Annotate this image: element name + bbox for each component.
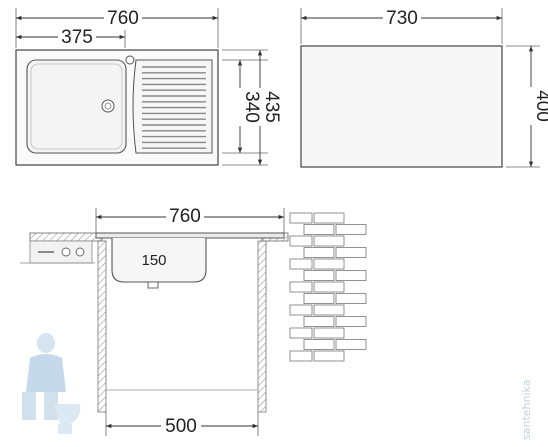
brick	[289, 235, 313, 247]
dim-cabinet-width: 500	[165, 416, 197, 437]
brick	[303, 247, 335, 258]
plumber-mascot	[22, 333, 81, 434]
drain-hole	[101, 99, 115, 113]
cutout-view: 730 400	[300, 8, 548, 168]
worktop-left	[29, 232, 103, 242]
brick	[313, 258, 345, 270]
sink-bowl-section	[111, 238, 207, 283]
dim-bowl-height: 150	[141, 252, 166, 269]
brick	[303, 293, 335, 304]
dim-cutout-depth: 400	[532, 90, 548, 122]
brick	[335, 339, 367, 350]
brick	[289, 304, 313, 316]
watermark-text: santehnika	[520, 380, 533, 440]
brick	[289, 281, 313, 293]
brick	[335, 316, 367, 327]
drain-outlet	[147, 281, 159, 289]
brick	[313, 304, 345, 316]
brick	[289, 327, 313, 339]
stove-knob-icon	[75, 247, 85, 257]
brick	[335, 224, 367, 235]
brick	[303, 316, 335, 327]
brick	[335, 293, 367, 304]
brick-wall	[289, 212, 367, 362]
brick	[313, 350, 345, 362]
brick	[303, 270, 335, 281]
dim-overall-depth: 435	[261, 91, 282, 123]
brick	[313, 281, 345, 293]
stove-knob-icon	[61, 247, 71, 257]
brick	[289, 212, 313, 224]
brick	[303, 339, 335, 350]
dim-bowl-depth: 340	[241, 91, 262, 123]
sink-bowl	[26, 59, 127, 154]
brick	[289, 258, 313, 270]
cabinet-wall-right	[257, 240, 267, 413]
brick	[313, 235, 345, 247]
cutout-rectangle	[300, 45, 503, 168]
drainer-ribs	[142, 66, 206, 149]
section-view: 760 150 500	[20, 206, 367, 437]
dim-cutout-width: 730	[386, 8, 418, 29]
faucet-hole	[125, 55, 135, 65]
brick	[335, 247, 367, 258]
drainer-board	[132, 59, 213, 154]
sink-top-view: 760 375 340 435	[15, 8, 282, 166]
dim-bowl-width: 375	[61, 27, 93, 48]
cabinet-wall-left	[97, 240, 107, 413]
brick	[303, 224, 335, 235]
brick	[313, 212, 345, 224]
brick	[313, 327, 345, 339]
brick	[335, 270, 367, 281]
dim-sink-width: 760	[169, 206, 201, 227]
dim-overall-width: 760	[107, 8, 139, 29]
brick	[289, 350, 313, 362]
